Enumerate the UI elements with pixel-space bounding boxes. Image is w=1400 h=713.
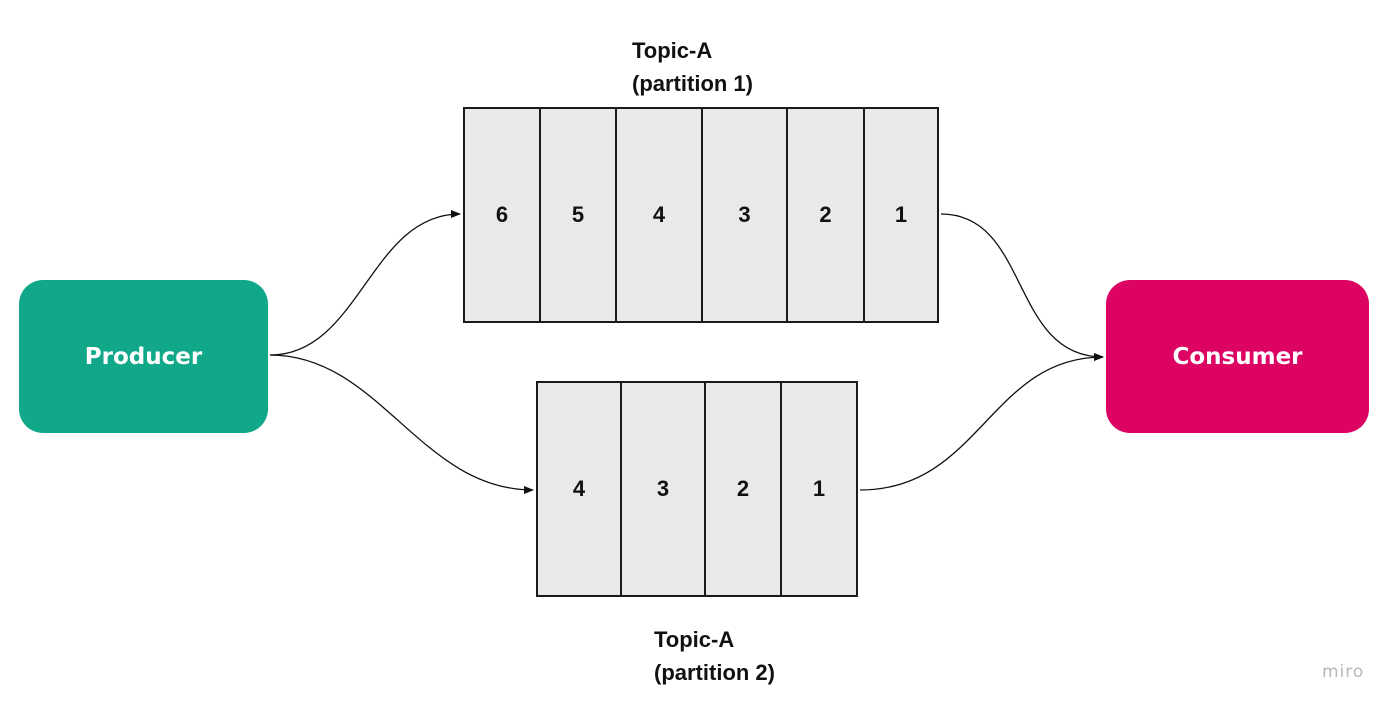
miro-watermark: miro <box>1322 662 1365 682</box>
partition-2-subtitle: (partition 2) <box>654 660 775 685</box>
message-cell: 2 <box>788 109 865 321</box>
message-cell: 6 <box>465 109 541 321</box>
partition-2-title: Topic-A <box>654 627 735 652</box>
message-cell: 1 <box>894 202 908 227</box>
arrow-partition-2-to-consumer <box>859 353 1104 491</box>
message-cell: 2 <box>706 383 782 595</box>
message-cell: 4 <box>617 109 703 321</box>
message-cell: 4 <box>538 383 622 595</box>
arrow-producer-to-partition-2 <box>269 354 534 494</box>
partition-2-queue: 4 3 2 1 <box>536 381 858 597</box>
partition-1-queue: 6 5 4 3 2 1 <box>463 107 939 323</box>
arrow-producer-to-partition-1 <box>269 210 461 356</box>
message-cell: 1 <box>812 476 826 501</box>
message-cell: 5 <box>541 109 617 321</box>
arrow-partition-1-to-consumer <box>940 213 1104 361</box>
partition-1-label: Topic-A (partition 1) <box>632 34 753 100</box>
partition-1-title: Topic-A <box>632 38 713 63</box>
producer-label: Producer <box>84 343 203 370</box>
partition-1-subtitle: (partition 1) <box>632 71 753 96</box>
message-cell: 3 <box>622 383 706 595</box>
consumer-label: Consumer <box>1172 343 1303 370</box>
partition-2-label: Topic-A (partition 2) <box>654 623 775 689</box>
message-cell: 3 <box>703 109 788 321</box>
producer-node: Producer <box>19 280 268 433</box>
consumer-node: Consumer <box>1106 280 1369 433</box>
